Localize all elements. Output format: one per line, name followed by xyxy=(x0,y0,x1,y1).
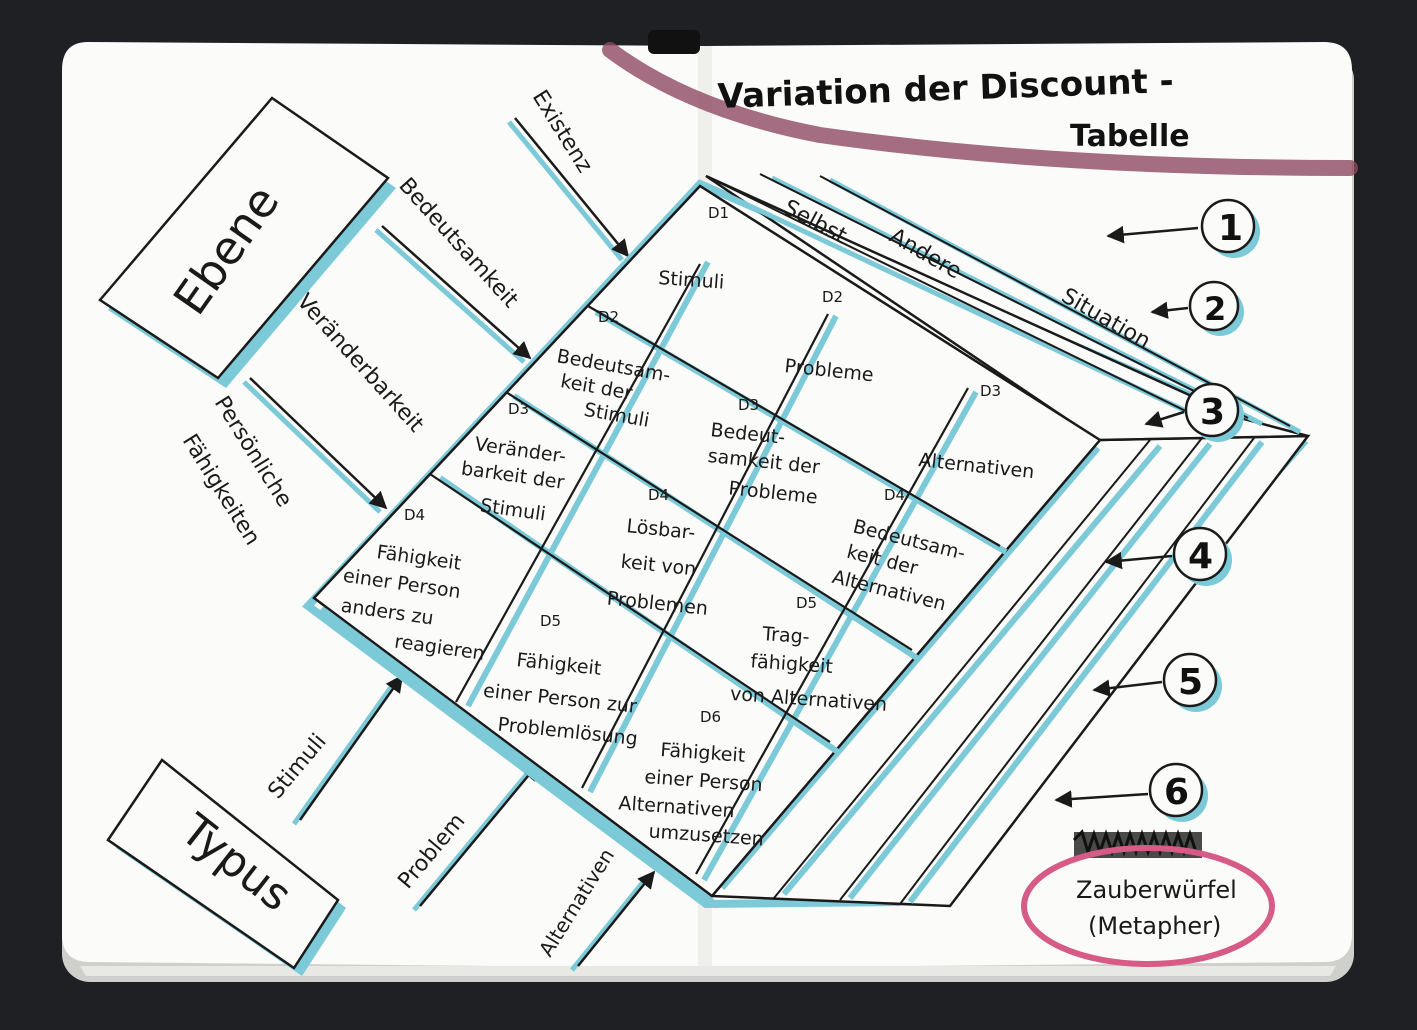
marker-number: 4 xyxy=(1188,536,1213,577)
cell-tag: D3 xyxy=(738,396,759,414)
cell-stimuli: Stimuli xyxy=(658,267,725,294)
marker-1: 1 xyxy=(1106,198,1260,258)
discount-table xyxy=(302,173,1311,909)
marker-2: 2 xyxy=(1150,280,1244,336)
marker-number: 5 xyxy=(1178,662,1203,703)
cell-tag: D3 xyxy=(508,400,529,418)
elastic-band xyxy=(648,30,700,54)
marker-3: 3 xyxy=(1144,382,1244,442)
marker-6: 6 xyxy=(1054,762,1208,822)
marker-number: 1 xyxy=(1218,208,1243,249)
metaphor-note: Zauberwürfel (Metapher) xyxy=(1021,845,1275,967)
cell-tag: D3 xyxy=(980,382,1001,400)
cell-tag: D2 xyxy=(598,308,619,326)
title-line2: Tabelle xyxy=(1070,119,1190,154)
marker-5: 5 xyxy=(1092,652,1222,712)
cell-loesbarkeit-probleme: Lösbar-keit vonProblemen xyxy=(606,514,717,620)
note-line2: (Metapher) xyxy=(1088,912,1221,940)
cell-tag: D4 xyxy=(404,506,425,524)
note-line1: Zauberwürfel xyxy=(1076,876,1237,904)
marker-number: 3 xyxy=(1200,392,1225,433)
type-arrows xyxy=(291,674,656,972)
cell-tag: D2 xyxy=(822,288,843,306)
ribbon-bookmark xyxy=(602,42,1358,176)
cell-tag: D6 xyxy=(700,708,721,726)
marker-number: 6 xyxy=(1164,772,1189,813)
cell-tag: D4 xyxy=(884,486,905,504)
numbered-markers: 1 2 3 4 5 6 xyxy=(1054,198,1260,822)
cell-tag: D4 xyxy=(648,486,669,504)
cell-tag: D1 xyxy=(708,204,729,222)
page-edges xyxy=(80,966,1336,976)
ebene-box: Ebene xyxy=(98,96,396,388)
marker-4: 4 xyxy=(1104,526,1232,586)
level-arrows xyxy=(242,117,630,514)
cell-tag: D5 xyxy=(796,594,817,612)
cell-tag: D5 xyxy=(540,612,561,630)
marker-number: 2 xyxy=(1204,290,1226,328)
